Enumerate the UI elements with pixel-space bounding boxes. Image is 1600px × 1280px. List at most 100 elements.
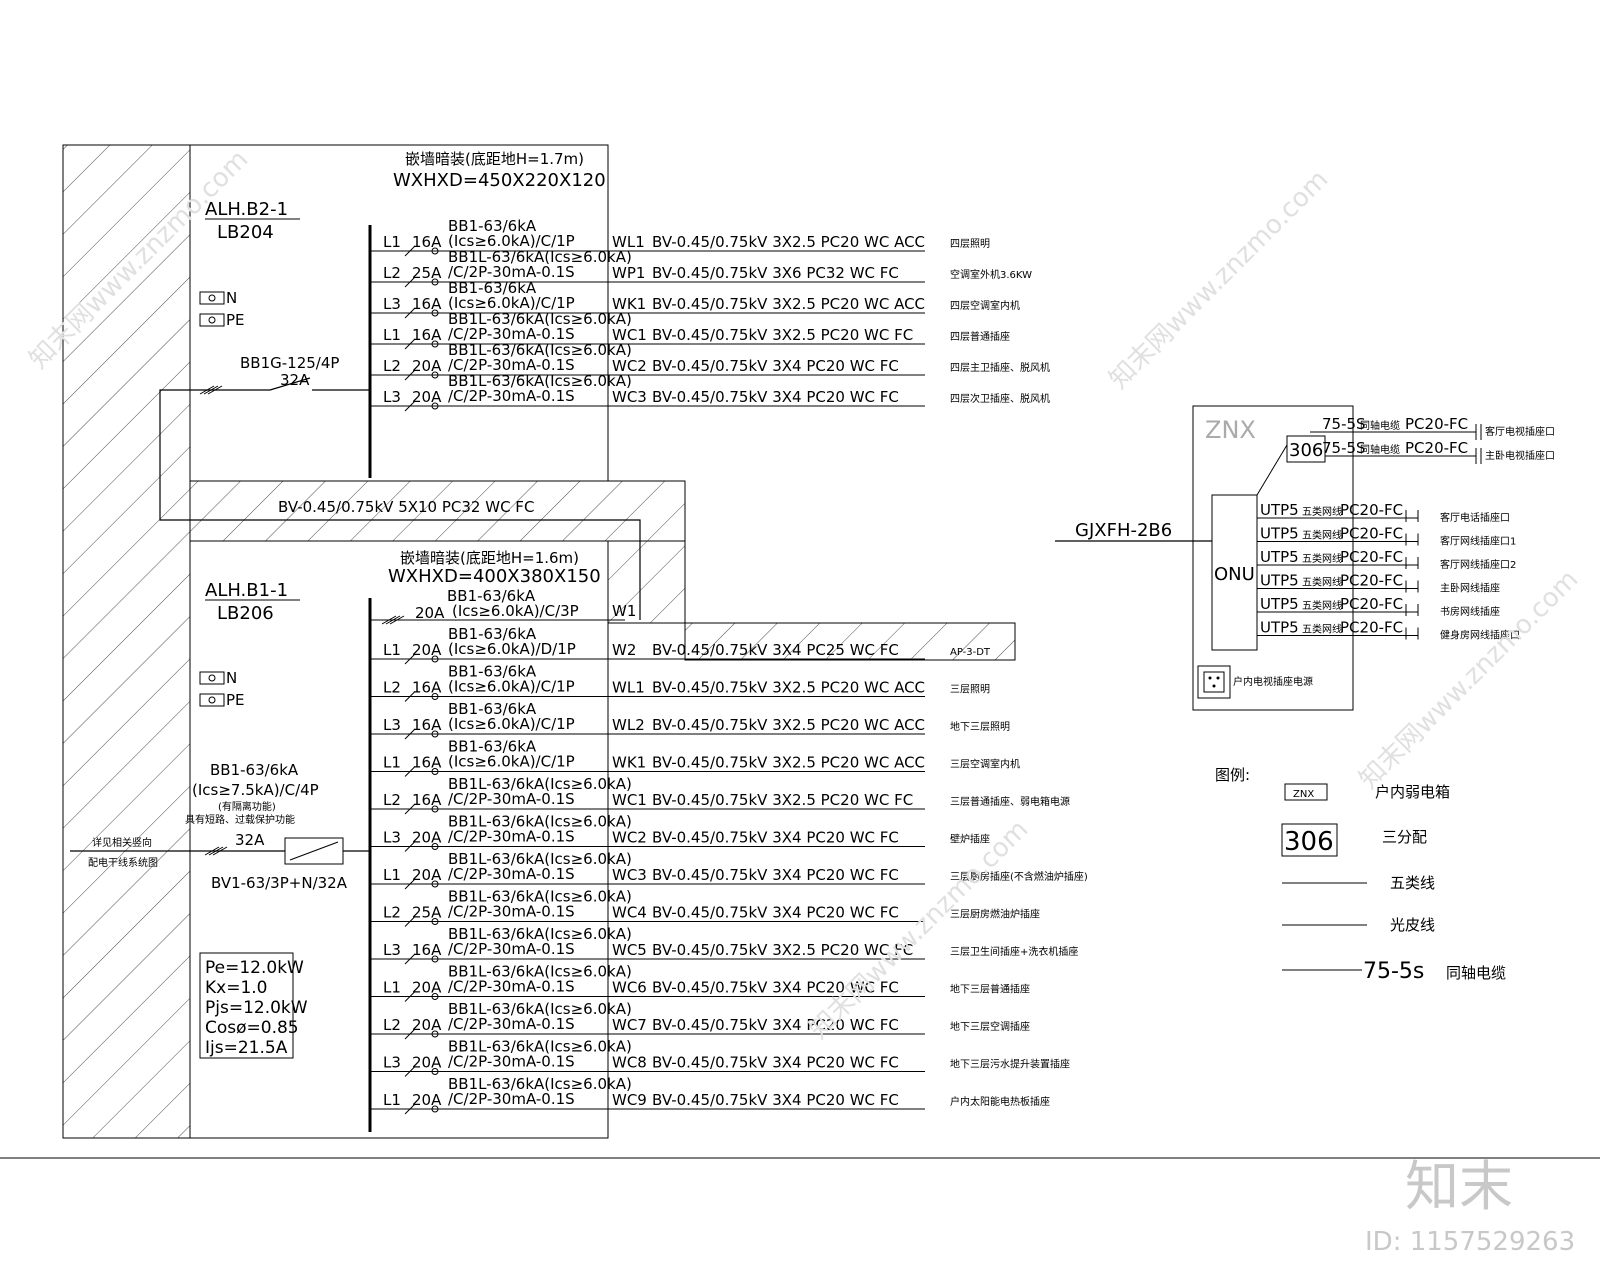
panel-b1-install: 嵌墙暗装(底距地H=1.6m) bbox=[400, 549, 579, 567]
onu-label: ONU bbox=[1214, 564, 1255, 585]
legend-coax-code: 75-5s bbox=[1363, 959, 1424, 984]
circuit-desc: 三层卫生间插座+洗衣机插座 bbox=[950, 945, 1078, 958]
circuit-id: W2 bbox=[612, 641, 636, 659]
circuit-breaker: BB1L-63/6kA(Ics≥6.0kA) bbox=[448, 813, 632, 831]
circuit-rating: 20A bbox=[412, 866, 442, 884]
panel-b1-main-breaker1: BB1-63/6kA bbox=[210, 761, 299, 779]
circuit-id: WC1 bbox=[612, 326, 647, 344]
panel-b1-sub: LB206 bbox=[217, 603, 274, 624]
circuit-phase: L2 bbox=[383, 357, 401, 375]
circuit-breaker: BB1-63/6kA bbox=[448, 663, 537, 681]
utp-desc: 健身房网线插座口 bbox=[1440, 629, 1520, 642]
circuit-cable: BV-0.45/0.75kV 3X2.5 PC20 WC ACC bbox=[652, 295, 925, 313]
circuit-desc: 三层厨房插座(不含燃油炉插座) bbox=[950, 870, 1088, 883]
circuit-phase: L1 bbox=[383, 641, 401, 659]
circuit-breaker: BB1L-63/6kA(Ics≥6.0kA) bbox=[448, 310, 632, 328]
pe-terminal-icon bbox=[199, 693, 225, 707]
panel-b2: ALH.B2-1 LB204 嵌墙暗装(底距地H=1.7m) WXHXD=450… bbox=[159, 150, 1050, 508]
utp-conduit: PC20-FC bbox=[1340, 548, 1403, 566]
circuit-rating: 16A bbox=[412, 716, 442, 734]
circuit-breaker-spec: (Ics≥6.0kA)/C/1P bbox=[448, 294, 575, 312]
link-cable-line bbox=[159, 508, 641, 620]
legend: 图例: ZNX 户内弱电箱 306 三分配 五类线 光皮线 75-5s 同轴电缆 bbox=[1215, 766, 1506, 984]
circuit-id: WC2 bbox=[612, 357, 647, 375]
calc-pe: Pe=12.0kW bbox=[205, 958, 304, 978]
circuit-id: WK1 bbox=[612, 295, 646, 313]
circuit-rating: 20A bbox=[412, 388, 442, 406]
circuit-phase: L2 bbox=[383, 1016, 401, 1034]
utp-desc: 客厅网线插座口2 bbox=[1440, 558, 1516, 571]
circuit-phase: L2 bbox=[383, 904, 401, 922]
circuit-desc: 地下三层污水提升装置插座 bbox=[950, 1058, 1070, 1071]
circuit-phase: L1 bbox=[383, 326, 401, 344]
circuit-rating: 20A bbox=[412, 1091, 442, 1109]
utp-conduit: PC20-FC bbox=[1340, 501, 1403, 519]
circuit-desc: 空调室外机3.6KW bbox=[950, 268, 1032, 281]
circuit-id: WC1 bbox=[612, 791, 647, 809]
circuit-phase: L1 bbox=[383, 1091, 401, 1109]
panel-b1-pe: PE bbox=[226, 691, 245, 709]
utp-type: 五类网线 bbox=[1302, 576, 1342, 589]
panel-b2-name: ALH.B2-1 bbox=[205, 199, 288, 220]
legend-znx-box: ZNX bbox=[1293, 789, 1314, 800]
circuit-breaker-spec: (Ics≥6.0kA)/C/1P bbox=[448, 753, 575, 771]
circuit-rating: 20A bbox=[412, 357, 442, 375]
circuit-breaker-spec: (Ics≥6.0kA)/C/1P bbox=[448, 678, 575, 696]
circuit-phase: L2 bbox=[383, 264, 401, 282]
circuit-cable: BV-0.45/0.75kV 3X4 PC20 WC FC bbox=[652, 904, 899, 922]
circuit-id: WK1 bbox=[612, 754, 646, 772]
circuit-breaker-spec: /C/2P-30mA-0.1S bbox=[448, 1053, 575, 1071]
circuit-rating: 25A bbox=[412, 904, 442, 922]
utp-type: 五类网线 bbox=[1302, 529, 1342, 542]
panel-b1-box: WXHXD=400X380X150 bbox=[388, 566, 601, 587]
calc-kx: Kx=1.0 bbox=[205, 978, 268, 998]
circuit-desc: 壁炉插座 bbox=[950, 833, 990, 846]
circuit-desc: 地下三层空调插座 bbox=[950, 1020, 1030, 1033]
utp-desc: 客厅电话插座口 bbox=[1440, 511, 1510, 524]
circuit-rating: 16A bbox=[412, 326, 442, 344]
panel-b2-main-rating: 32A bbox=[280, 371, 310, 389]
circuit-breaker-spec: /C/2P-30mA-0.1S bbox=[448, 1015, 575, 1033]
circuit-breaker: BB1-63/6kA bbox=[448, 700, 537, 718]
circuit-id: WC2 bbox=[612, 829, 647, 847]
n-terminal-icon bbox=[199, 291, 225, 305]
circuit-id: WC6 bbox=[612, 979, 647, 997]
coax-conduit: PC20-FC bbox=[1405, 415, 1468, 433]
legend-title: 图例: bbox=[1215, 766, 1250, 784]
onu-box bbox=[1211, 494, 1258, 651]
legend-splitter-desc: 三分配 bbox=[1382, 828, 1427, 846]
circuit-cable: BV-0.45/0.75kV 3X6 PC32 WC FC bbox=[652, 264, 899, 282]
circuit-desc: AP-3-DT bbox=[950, 647, 991, 658]
circuit-rating: 16A bbox=[412, 941, 442, 959]
circuit-id: WC5 bbox=[612, 941, 647, 959]
coax-type: 同轴电缆 bbox=[1360, 443, 1400, 456]
utp-conduit: PC20-FC bbox=[1340, 525, 1403, 543]
circuit-breaker: BB1L-63/6kA(Ics≥6.0kA) bbox=[448, 850, 632, 868]
circuit-cable: BV-0.45/0.75kV 3X4 PC20 WC FC bbox=[652, 1091, 899, 1109]
circuit-id: WC8 bbox=[612, 1054, 647, 1072]
coax-conduit: PC20-FC bbox=[1405, 439, 1468, 457]
utp-cable: UTP5 bbox=[1260, 501, 1299, 519]
circuit-breaker: BB1-63/6kA bbox=[448, 738, 537, 756]
circuit-cable: BV-0.45/0.75kV 3X4 PC20 WC FC bbox=[652, 866, 899, 884]
circuit-rating: 16A bbox=[412, 791, 442, 809]
circuit-breaker-spec: /C/2P-30mA-0.1S bbox=[448, 1090, 575, 1108]
circuit-desc: 四层次卫插座、脱风机 bbox=[950, 392, 1050, 405]
circuit-breaker-spec: (Ics≥6.0kA)/C/1P bbox=[448, 232, 575, 250]
svg-text:(Ics≥6.0kA)/C/3P: (Ics≥6.0kA)/C/3P bbox=[452, 602, 579, 620]
splitter-box bbox=[1286, 435, 1326, 463]
brand-id: ID: 1157529263 bbox=[1365, 1227, 1575, 1257]
coax-cable: 75-5S bbox=[1322, 415, 1366, 433]
circuit-phase: L1 bbox=[383, 233, 401, 251]
circuit-breaker-spec: /C/2P-30mA-0.1S bbox=[448, 356, 575, 374]
circuit-breaker: BB1L-63/6kA(Ics≥6.0kA) bbox=[448, 888, 632, 906]
panel-b2-box: WXHXD=450X220X120 bbox=[393, 170, 606, 191]
circuit-rating: 20A bbox=[412, 979, 442, 997]
pe-terminal-icon bbox=[199, 313, 225, 327]
watermark: 知末网www.znzmo.com bbox=[1104, 164, 1335, 395]
